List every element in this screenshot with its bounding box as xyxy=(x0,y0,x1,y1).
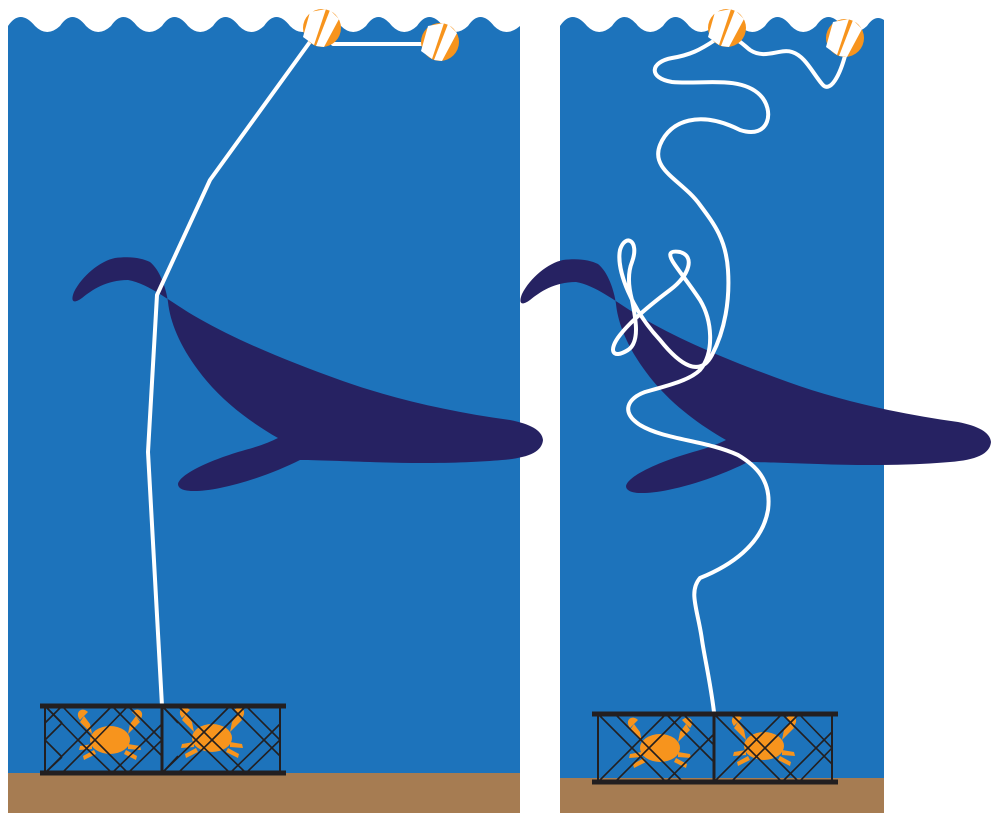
panel-left xyxy=(8,9,543,813)
buoy-icon xyxy=(421,23,459,61)
buoy-icon xyxy=(826,19,864,57)
buoy-icon xyxy=(303,9,341,47)
seafloor-left xyxy=(8,773,520,813)
buoy-icon xyxy=(708,9,746,47)
panel-right xyxy=(520,9,991,813)
